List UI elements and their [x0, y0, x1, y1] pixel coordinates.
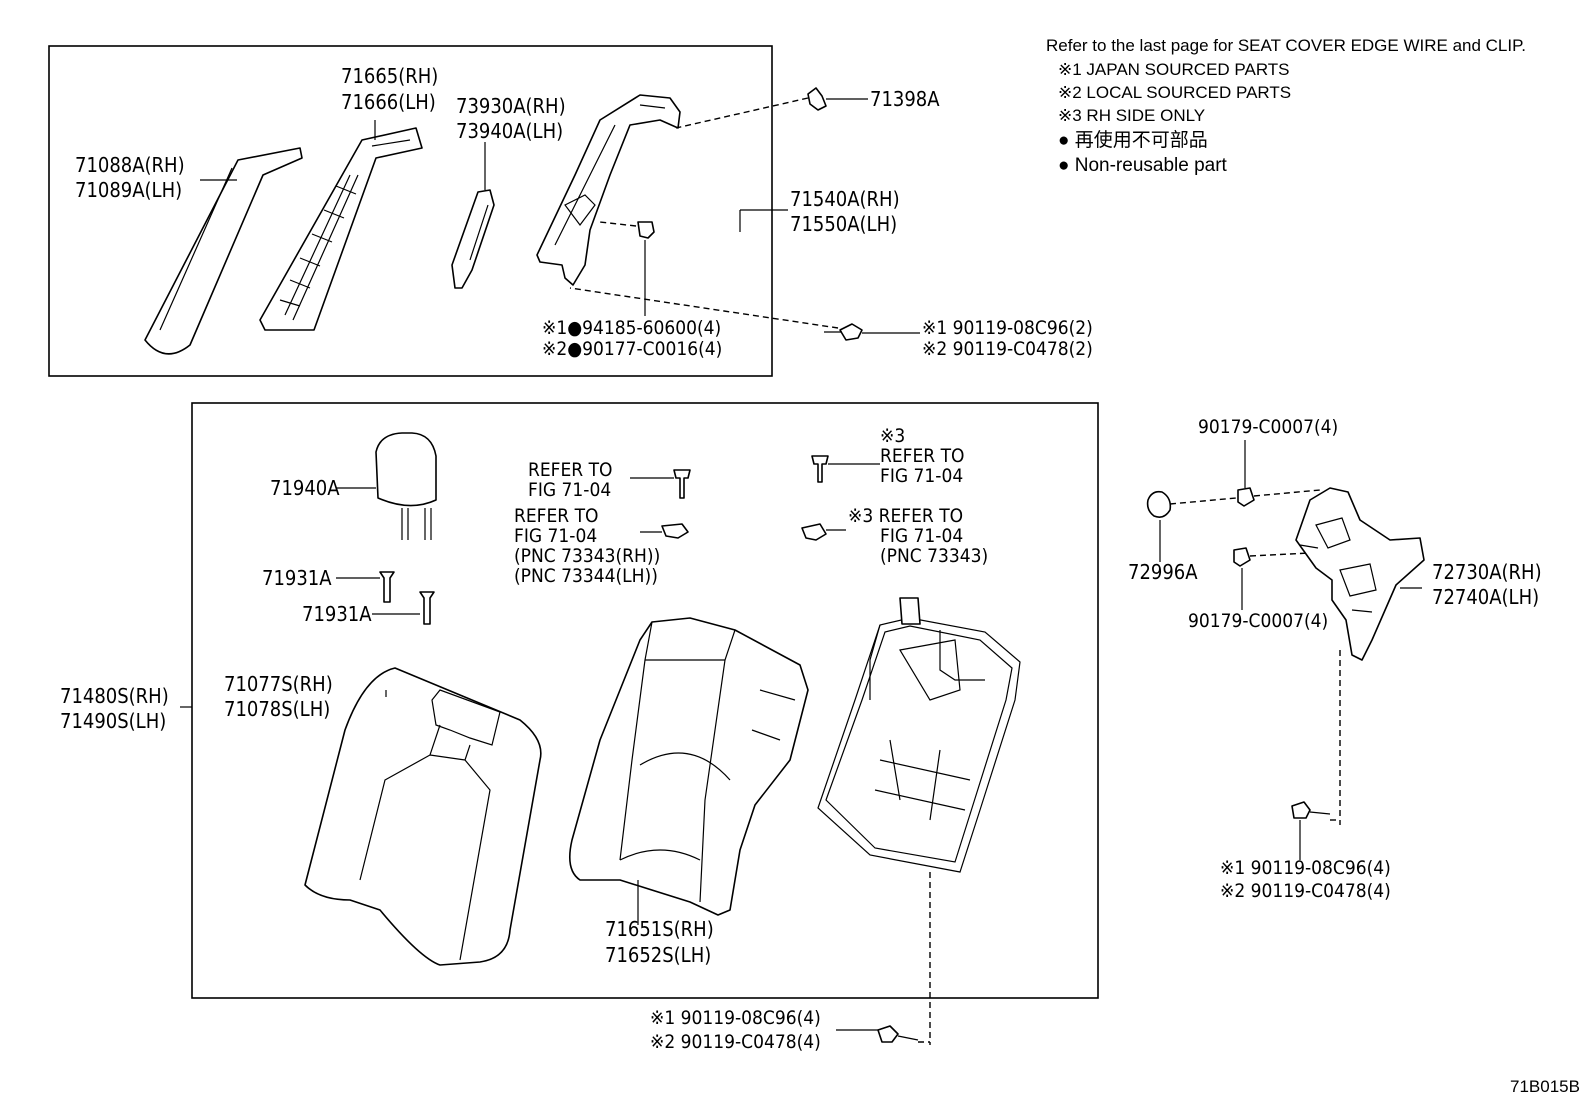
top-group-frame — [48, 45, 773, 377]
label-71540-rh: 71540A(RH) — [790, 187, 900, 211]
label-refer-c2: FIG 71-04 — [880, 465, 963, 487]
seatback-group-frame — [191, 402, 1099, 999]
nut-90179-a — [1237, 440, 1321, 507]
headrest-guide-71931-b — [372, 591, 435, 625]
label-73940-lh: 73940A(LH) — [456, 119, 563, 143]
label-90119-local-4-right: ※2 90119-C0478(4) — [1220, 880, 1391, 902]
headrest-71940 — [336, 432, 437, 540]
refer-bolt-b — [811, 455, 880, 483]
refer-bolt-a — [630, 469, 691, 499]
label-refer-c0: ※3 — [880, 425, 905, 447]
label-refer-d3: (PNC 73343) — [880, 545, 988, 567]
note-non-reusable-jp: ● 再使用不可部品 — [1058, 129, 1208, 151]
label-refer-b1: REFER TO — [514, 505, 599, 527]
label-71666-lh: 71666(LH) — [341, 90, 436, 114]
bolt-90119-top — [569, 287, 920, 341]
label-71550-lh: 71550A(LH) — [790, 212, 897, 236]
label-71078-lh: 71078S(LH) — [224, 697, 330, 721]
label-73930-rh: 73930A(RH) — [456, 94, 566, 118]
label-90119-jp-2: ※1 90119-08C96(2) — [922, 317, 1093, 339]
bolt-90119-bottom — [836, 1025, 930, 1043]
nut-94185 — [599, 221, 655, 316]
label-90177: ※2●90177-C0016(4) — [542, 338, 722, 360]
clip-71398 — [675, 87, 868, 129]
label-90119-jp-4-right: ※1 90119-08C96(4) — [1220, 857, 1391, 879]
note-non-reusable-en: ● Non-reusable part — [1058, 155, 1228, 176]
label-refer-b3: (PNC 73343(RH)) — [514, 545, 660, 567]
label-refer-a2: FIG 71-04 — [528, 479, 611, 501]
label-72730-rh: 72730A(RH) — [1432, 560, 1542, 584]
label-90119-local-2: ※2 90119-C0478(2) — [922, 338, 1093, 360]
label-90179-bottom: 90179-C0007(4) — [1188, 610, 1328, 632]
note-seat-cover-edge-wire: Refer to the last page for SEAT COVER ED… — [1046, 36, 1526, 55]
label-71077-rh: 71077S(RH) — [224, 672, 333, 696]
refer-clip-a — [640, 523, 689, 539]
pad-73930 — [451, 142, 495, 289]
seatback-frame — [817, 597, 1021, 1045]
recliner-72730 — [1295, 487, 1425, 825]
label-71480-rh: 71480S(RH) — [60, 684, 169, 708]
label-71088-rh: 71088A(RH) — [75, 153, 185, 177]
figure-id: 71B015B — [1510, 1077, 1580, 1096]
label-71089-lh: 71089A(LH) — [75, 178, 182, 202]
label-72740-lh: 72740A(LH) — [1432, 585, 1539, 609]
label-90179-top: 90179-C0007(4) — [1198, 416, 1338, 438]
label-71665-rh: 71665(RH) — [341, 64, 438, 88]
seatback-cover-71077 — [304, 667, 542, 966]
notes-block: Refer to the last page for SEAT COVER ED… — [1046, 36, 1526, 176]
seatback-pad-71651 — [569, 617, 809, 925]
bracket-71540 — [536, 94, 788, 286]
note-rh-side-only: ※3 RH SIDE ONLY — [1058, 106, 1205, 125]
bolt-90119-right — [1291, 801, 1340, 860]
label-90119-local-4-bottom: ※2 90119-C0478(4) — [650, 1031, 821, 1053]
label-90119-jp-4-bottom: ※1 90119-08C96(4) — [650, 1007, 821, 1029]
label-71490-lh: 71490S(LH) — [60, 709, 166, 733]
label-94185: ※1●94185-60600(4) — [542, 317, 721, 339]
label-refer-b2: FIG 71-04 — [514, 525, 597, 547]
label-refer-a1: REFER TO — [528, 459, 613, 481]
label-72996: 72996A — [1128, 560, 1198, 584]
label-refer-c1: REFER TO — [880, 445, 965, 467]
refer-clip-b — [801, 523, 846, 541]
label-71940: 71940A — [270, 476, 340, 500]
label-refer-b4: (PNC 73344(LH)) — [514, 565, 658, 587]
label-71398: 71398A — [870, 87, 940, 111]
garnish-71665 — [259, 120, 423, 331]
label-71931-b: 71931A — [302, 602, 372, 626]
label-71652-lh: 71652S(LH) — [605, 943, 711, 967]
label-71931-a: 71931A — [262, 566, 332, 590]
label-refer-d1: ※3 REFER TO — [848, 505, 963, 527]
label-refer-d2: FIG 71-04 — [880, 525, 963, 547]
side-trim-panel-71088 — [144, 147, 303, 355]
nut-90179-b — [1233, 547, 1331, 610]
label-71651-rh: 71651S(RH) — [605, 917, 714, 941]
note-japan-sourced: ※1 JAPAN SOURCED PARTS — [1058, 60, 1290, 79]
headrest-guide-71931-a — [336, 571, 395, 603]
recliner-cover-72996 — [1146, 490, 1237, 562]
note-local-sourced: ※2 LOCAL SOURCED PARTS — [1058, 83, 1291, 102]
